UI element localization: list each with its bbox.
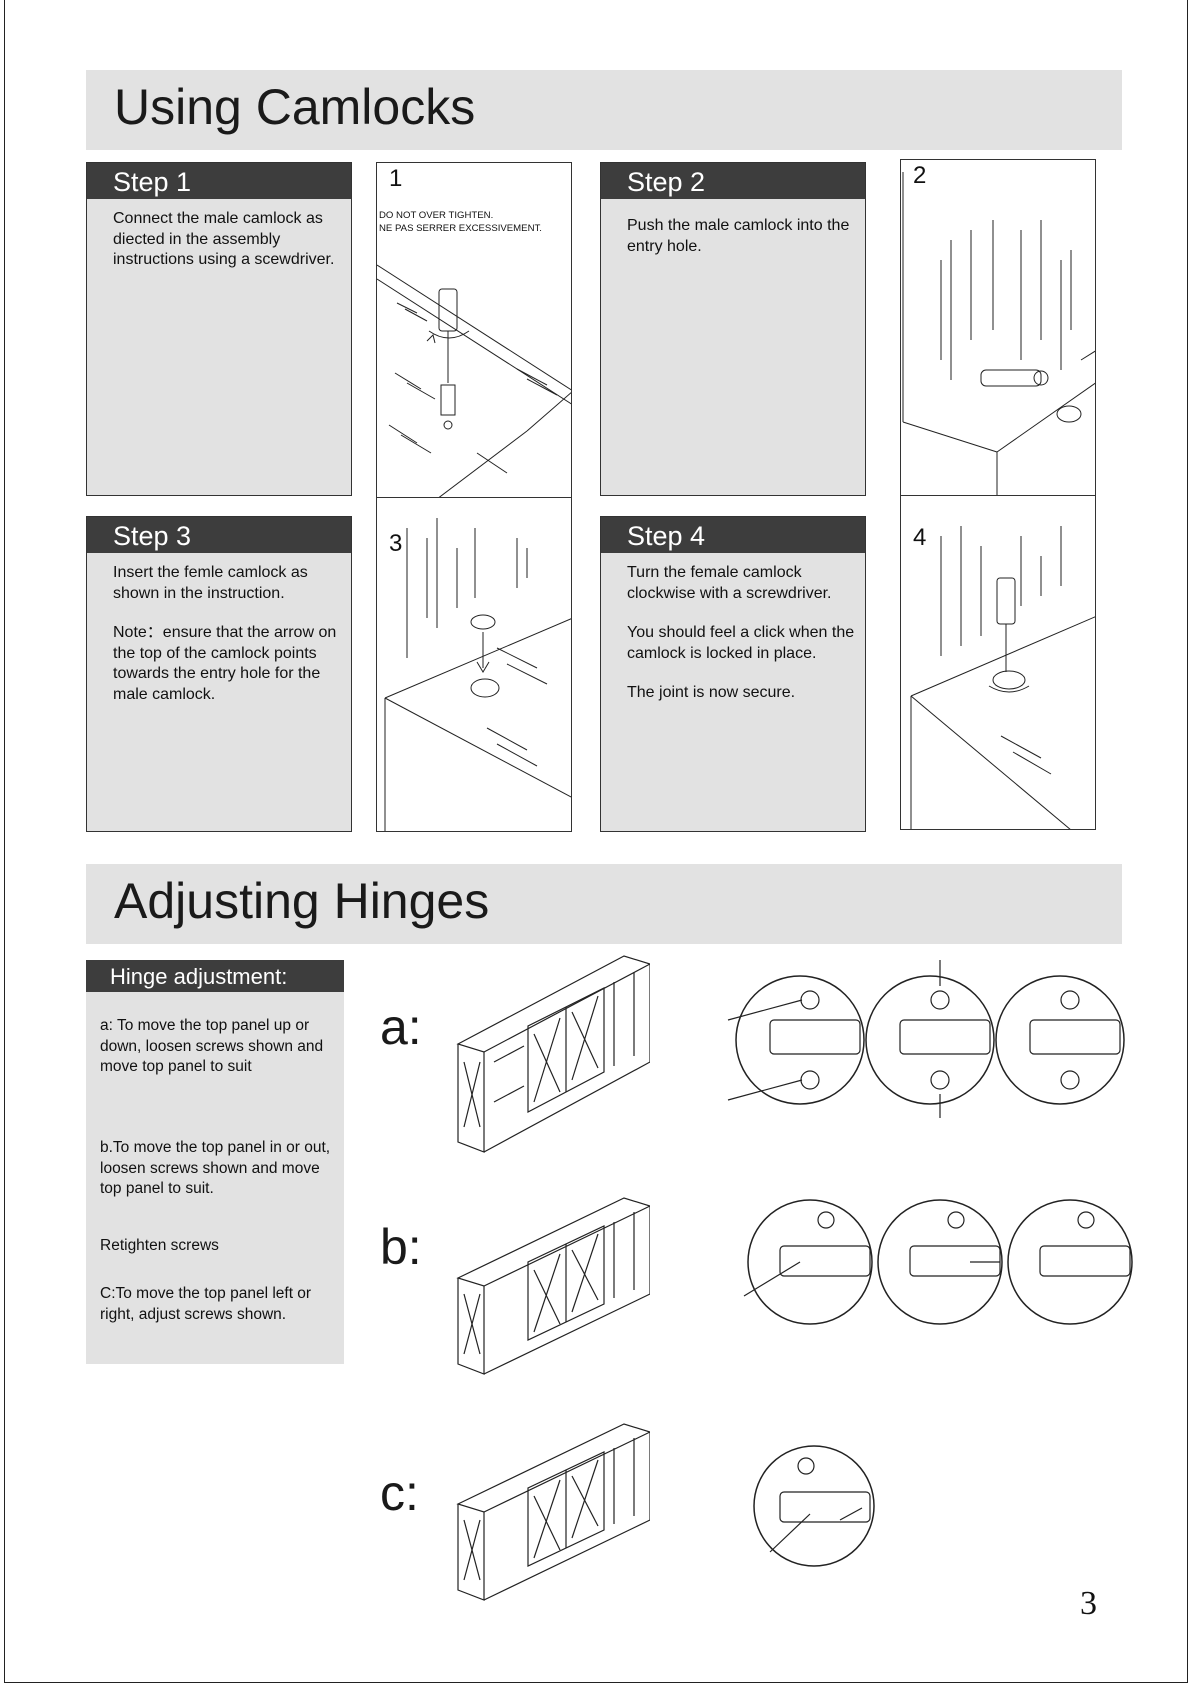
- step-4-paragraph-3: The joint is now secure.: [627, 684, 796, 701]
- figure-3-panel: 3: [376, 498, 572, 832]
- step-3-heading: Step 3: [87, 517, 351, 553]
- hinge-paragraph-c: C:To move the top panel left or right, a…: [100, 1285, 312, 1323]
- step-4-paragraph-1: Turn the female camlock clockwise with a…: [627, 564, 832, 602]
- male-camlock-entry-illustration: [902, 172, 1095, 495]
- hinge-letter-c: c:: [380, 1465, 419, 1521]
- hinge-detail-b: [743, 1199, 1133, 1325]
- step-4-heading: Step 4: [601, 517, 865, 553]
- step-3-note: Note：ensure that the arrow on the top of…: [113, 624, 337, 703]
- cabinet-figure-a: [456, 955, 650, 1153]
- camlocks-title: Using Camlocks: [114, 79, 476, 135]
- female-camlock-insert-illustration: [384, 518, 571, 831]
- step-2-paragraph: Push the male camlock into the entry hol…: [627, 217, 850, 255]
- hinge-retighten: Retighten screws: [100, 1237, 219, 1254]
- figure-3-number: 3: [389, 530, 403, 557]
- hinges-section-header: Adjusting Hinges: [86, 864, 1122, 944]
- cabinet-figure-c: [456, 1423, 650, 1601]
- step-4-text: Turn the female camlock clockwise with a…: [601, 553, 865, 704]
- step-1-text: Connect the male camlock as diected in t…: [87, 199, 351, 271]
- hinge-paragraph-a: a: To move the top panel up or down, loo…: [100, 1017, 324, 1075]
- hinge-paragraph-b: b.To move the top panel in or out, loose…: [100, 1139, 331, 1197]
- step-3-paragraph-1: Insert the femle camlock as shown in the…: [113, 564, 308, 602]
- hinge-detail-c: [753, 1445, 875, 1567]
- warning-fr: NE PAS SERRER EXCESSIVEMENT.: [379, 223, 542, 234]
- step-3-box: Step 3 Insert the femle camlock as shown…: [86, 516, 352, 832]
- step-1-heading: Step 1: [87, 163, 351, 199]
- hinge-letter-a: a:: [380, 999, 422, 1055]
- figure-2-panel: 2: [900, 159, 1096, 496]
- step-1-paragraph: Connect the male camlock as diected in t…: [113, 210, 335, 268]
- step-2-box: Step 2 Push the male camlock into the en…: [600, 162, 866, 496]
- hinges-title: Adjusting Hinges: [114, 873, 490, 929]
- figure-2-number: 2: [913, 162, 927, 189]
- screwdriver-camlock-illustration: [377, 264, 571, 497]
- step-3-text: Insert the femle camlock as shown in the…: [87, 553, 351, 705]
- figure-4-panel: 4: [900, 496, 1096, 830]
- figure-4-number: 4: [913, 524, 927, 551]
- hinge-adjustment-box: Hinge adjustment: a: To move the top pan…: [86, 960, 344, 1364]
- step-1-box: Step 1 Connect the male camlock as diect…: [86, 162, 352, 496]
- female-camlock-turn-illustration: [910, 526, 1095, 829]
- page-number: 3: [1080, 1585, 1097, 1622]
- step-2-text: Push the male camlock into the entry hol…: [601, 199, 865, 257]
- page-frame: [4, 0, 1188, 1683]
- cabinet-figure-b: [456, 1197, 650, 1375]
- hinge-detail-a: [727, 960, 1125, 1118]
- figure-1-panel: 1 DO NOT OVER TIGHTEN. NE PAS SERRER EXC…: [376, 162, 572, 498]
- warning-en: DO NOT OVER TIGHTEN.: [379, 210, 494, 221]
- figure-1-warning: DO NOT OVER TIGHTEN. NE PAS SERRER EXCES…: [379, 209, 542, 235]
- step-4-paragraph-2: You should feel a click when the camlock…: [627, 624, 855, 662]
- step-4-box: Step 4 Turn the female camlock clockwise…: [600, 516, 866, 832]
- hinge-adjustment-heading: Hinge adjustment:: [86, 960, 344, 992]
- figure-1-number: 1: [389, 165, 403, 192]
- step-2-heading: Step 2: [601, 163, 865, 199]
- hinge-letter-b: b:: [380, 1219, 422, 1275]
- camlocks-section-header: Using Camlocks: [86, 70, 1122, 150]
